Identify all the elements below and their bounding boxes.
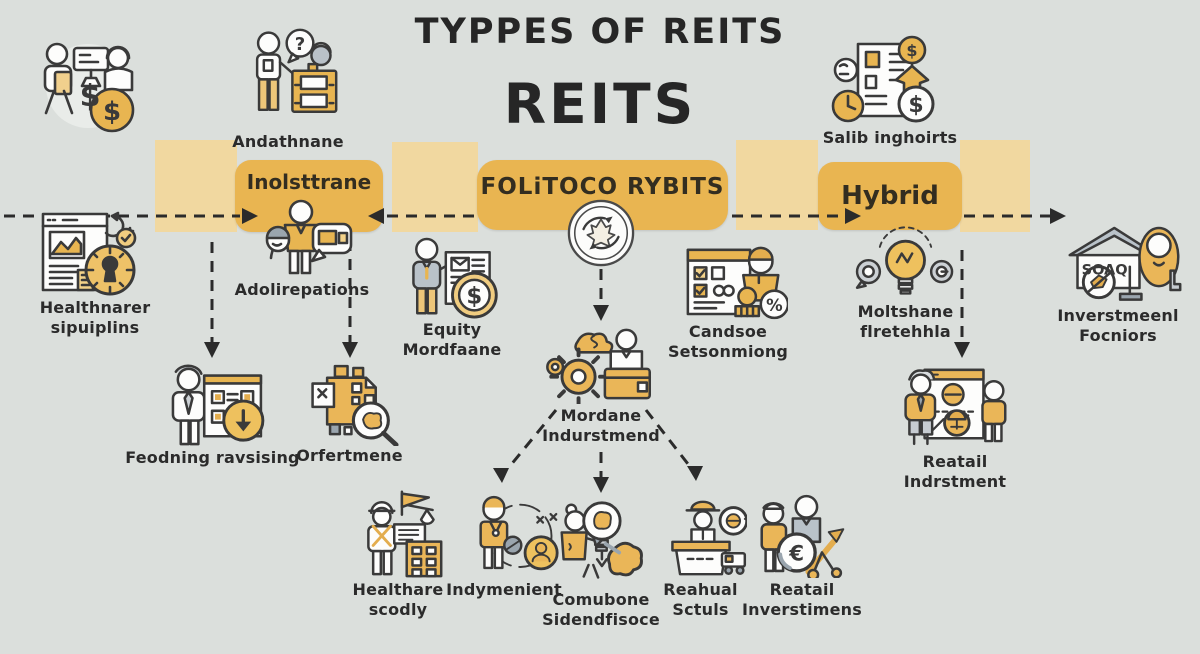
label-moltshane-line2: flretehhla xyxy=(860,322,951,341)
node-healthare xyxy=(353,486,447,578)
label-mordane-line2: Indurstmend xyxy=(542,426,660,445)
house-person-podium-icon: SOAQ xyxy=(1068,226,1182,301)
node-top-left-group: $ $ xyxy=(30,34,145,139)
people-money-icon: $ $ xyxy=(43,42,135,133)
label-reatail-indrstment: Reatail Indrstment xyxy=(880,452,1030,492)
band-segment-2 xyxy=(392,142,478,232)
label-comubone-line2: Sidendfisoce xyxy=(542,610,660,629)
label-healthnarer-line1: Healthnarer xyxy=(39,298,151,317)
label-feodning: Feodning ravsising xyxy=(125,448,300,467)
blocks-magnifier-icon xyxy=(311,364,399,446)
label-inverstmeenl-line1: Inverstmeenl xyxy=(1057,306,1179,325)
banner-hybrid-label: Hybrid xyxy=(841,181,939,211)
label-reatail-inverstimens-line1: Reatail xyxy=(769,580,835,599)
svg-text:$: $ xyxy=(103,97,121,127)
person-flag-building-scale-icon xyxy=(367,490,443,578)
label-reatail-inverstimens: Reatail Inverstimens xyxy=(726,580,878,620)
svg-text:$: $ xyxy=(906,41,917,60)
person-presentation-coin-icon: $ xyxy=(412,237,498,319)
node-andathnane: ? xyxy=(240,26,340,126)
node-reahual xyxy=(655,498,747,578)
label-candsoe-line1: Candsoe xyxy=(688,322,768,341)
label-mordane: Mordane Indurstmend xyxy=(520,406,682,446)
browser-chart-lock-clock-icon xyxy=(41,211,137,296)
label-healthnarer: Healthnarer sipuiplins xyxy=(15,298,175,338)
label-reatail-indrstment-line2: Indrstment xyxy=(903,472,1007,491)
band-segment-4 xyxy=(960,140,1030,232)
vendor-counter-truck-icon xyxy=(671,500,747,576)
band-segment-3 xyxy=(736,140,818,230)
label-candsoe: Candsoe Setsonmiong xyxy=(648,322,808,362)
label-healthnarer-line2: sipuiplins xyxy=(50,318,140,337)
node-indymenient xyxy=(458,492,560,574)
label-comubone: Comubone Sidendfisoce xyxy=(522,590,680,630)
lightbulb-gears-icon xyxy=(855,226,954,295)
label-reahual-line1: Reahual xyxy=(663,580,738,599)
person-cabinet-question-icon: ? xyxy=(255,28,338,113)
node-moltshane xyxy=(853,226,958,302)
label-healthare-line2: scodly xyxy=(368,600,428,619)
node-equity: $ xyxy=(402,236,502,320)
label-salib: Salib inghoirts xyxy=(822,128,958,147)
label-healthare: Healthare scodly xyxy=(328,580,468,620)
people-chart-coin-icon: € xyxy=(760,494,845,578)
person-lightbulb-dig-icon xyxy=(560,501,643,579)
band-segment-1 xyxy=(155,140,237,232)
document-person-coins-icon: $ $ xyxy=(831,35,935,123)
page-title: REITS xyxy=(503,72,697,136)
label-reatail-indrstment-line1: Reatail xyxy=(922,452,988,471)
label-equity: Equity Mordfaane xyxy=(383,320,521,360)
browser-people-percent-icon: % xyxy=(686,246,788,320)
svg-text:$: $ xyxy=(80,79,101,114)
label-indymenient: Indymenient xyxy=(446,580,562,599)
svg-text:€: € xyxy=(788,541,804,566)
person-network-coin-icon xyxy=(479,495,559,571)
label-reatail-inverstimens-line2: Inverstimens xyxy=(741,600,862,619)
two-people-browser-icon xyxy=(904,368,1007,446)
svg-text:$: $ xyxy=(466,284,482,310)
page-title-kicker: TYPPES OF REITS xyxy=(414,12,786,52)
node-candsoe: % xyxy=(683,240,788,320)
svg-text:SOAQ: SOAQ xyxy=(1082,262,1128,278)
label-equity-line2: Mordfaane xyxy=(402,340,502,359)
label-reahual: Reahual Sctuls xyxy=(638,580,763,620)
node-mordane xyxy=(542,326,658,404)
label-candsoe-line2: Setsonmiong xyxy=(667,342,789,361)
label-comubone-line1: Comubone xyxy=(552,590,650,609)
svg-text:$: $ xyxy=(908,93,923,118)
gears-person-box-icon xyxy=(546,328,651,404)
node-salib: $ $ xyxy=(828,32,938,128)
svg-text:?: ? xyxy=(295,34,306,55)
label-moltshane: Moltshane flretehhla xyxy=(838,302,973,342)
label-inverstmeenl: Inverstmeenl Focniors xyxy=(1042,306,1194,346)
person-folder-bubble-icon xyxy=(265,199,353,275)
label-orfertmene: Orfertmene xyxy=(296,446,403,465)
node-comubone xyxy=(552,498,648,588)
node-reatail-inverstimens: € xyxy=(752,492,854,578)
person-board-download-icon xyxy=(171,364,265,446)
node-inverstmeenl: SOAQ xyxy=(1062,214,1186,302)
node-adolirepations xyxy=(253,198,353,278)
refresh-cycle-icon xyxy=(567,199,635,267)
node-feodning xyxy=(158,360,270,446)
banner-inolsttrane-label: Inolsttrane xyxy=(246,170,372,194)
label-healthare-line1: Healthare xyxy=(352,580,444,599)
label-moltshane-line1: Moltshane xyxy=(857,302,954,321)
label-adolirepations: Adolirepations xyxy=(234,280,370,299)
node-reatail-indrstment xyxy=(898,362,1010,448)
node-orfertmene xyxy=(298,360,400,446)
label-mordane-line1: Mordane xyxy=(560,406,642,425)
label-reahual-line2: Sctuls xyxy=(672,600,729,619)
banner-center-label: FOLiTOCO RYBITS xyxy=(480,174,725,200)
node-refresh-circle xyxy=(566,198,636,268)
node-healthnarer xyxy=(38,208,146,300)
label-andathnane: Andathnane xyxy=(232,132,344,151)
svg-text:%: % xyxy=(766,296,783,315)
label-equity-line1: Equity xyxy=(422,320,482,339)
label-inverstmeenl-line2: Focniors xyxy=(1079,326,1157,345)
banner-hybrid: Hybrid xyxy=(818,162,962,230)
